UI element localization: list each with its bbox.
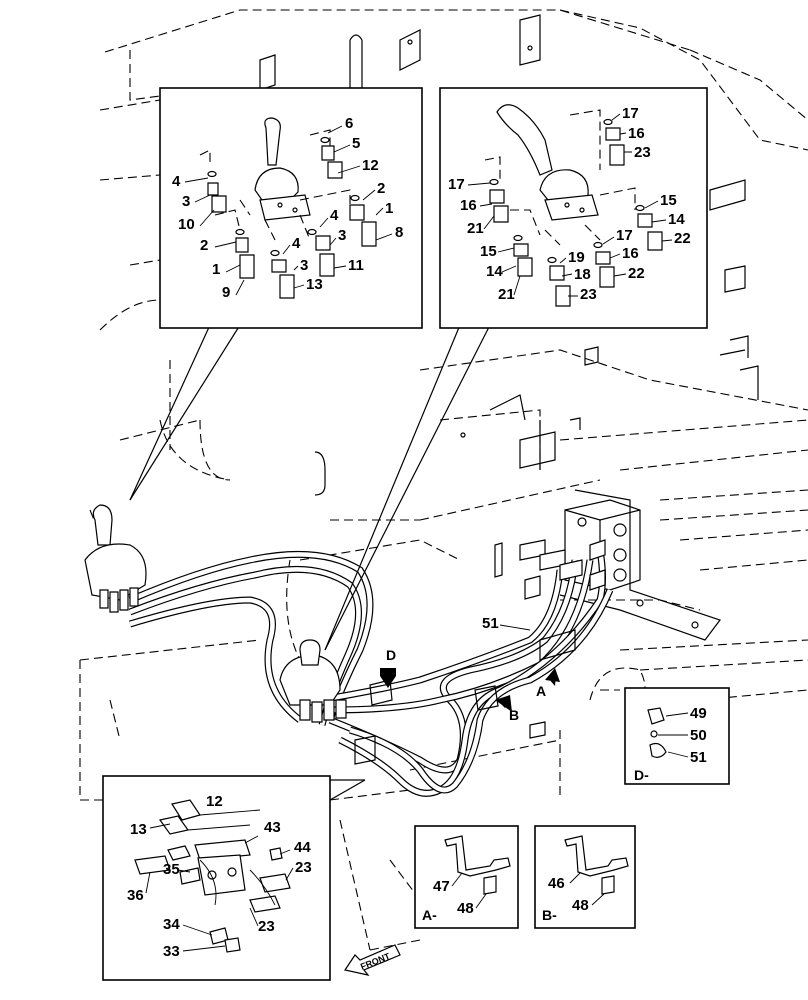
ur-label-21a: 21 — [467, 220, 484, 237]
detail-leaders — [129, 324, 491, 801]
ur-label-22a: 22 — [674, 230, 691, 247]
view-b-box: 46 48 B- — [534, 825, 636, 929]
ur-label-15a: 15 — [660, 192, 677, 209]
main-label-b: B — [509, 707, 519, 723]
ur-label-18: 18 — [574, 266, 591, 283]
valve-fittings — [519, 539, 606, 591]
detail-box-upper-left: 6 5 12 4 2 3 1 10 4 3 8 2 4 3 11 1 9 13 — [159, 87, 423, 329]
view-a-caption: A- — [422, 907, 437, 923]
ur-label-16b: 16 — [460, 197, 477, 214]
ur-label-15b: 15 — [480, 243, 497, 260]
main-label-a: A — [536, 683, 546, 699]
ul-label-13: 13 — [306, 276, 323, 293]
frame-brackets — [259, 14, 759, 739]
center-joystick — [279, 639, 347, 723]
ll-label-12: 12 — [206, 793, 223, 810]
ul-label-3b: 3 — [338, 227, 346, 244]
view-arrows: D B A 51 — [380, 615, 560, 723]
ur-label-19: 19 — [568, 249, 585, 266]
ul-label-9: 9 — [222, 284, 230, 301]
ur-label-17a: 17 — [622, 105, 639, 122]
view-d-label-49: 49 — [690, 705, 707, 722]
main-label-51: 51 — [482, 615, 499, 632]
ul-label-3a: 3 — [182, 193, 190, 210]
ul-label-4c: 4 — [292, 235, 301, 252]
ur-label-23a: 23 — [634, 144, 651, 161]
ul-label-8: 8 — [395, 224, 403, 241]
view-a-label-48: 48 — [457, 900, 474, 917]
ul-label-2b: 2 — [200, 237, 208, 254]
machine-frame-outline — [79, 9, 808, 951]
ll-label-43: 43 — [264, 819, 281, 836]
ur-label-16c: 16 — [622, 245, 639, 262]
arrow-d-icon — [380, 668, 396, 688]
ll-label-35: 35 — [163, 861, 180, 878]
view-a-box: 47 48 A- — [414, 825, 519, 929]
view-d-caption: D- — [634, 767, 649, 783]
main-label-d: D — [386, 647, 396, 663]
ur-label-23b: 23 — [580, 286, 597, 303]
ul-label-10: 10 — [178, 216, 195, 233]
ll-label-34: 34 — [163, 916, 180, 933]
view-d-label-50: 50 — [690, 727, 707, 744]
detail-box-lower-left: 12 13 43 44 35 23 36 34 23 33 — [102, 775, 331, 981]
ul-label-3c: 3 — [300, 257, 308, 274]
ul-label-4b: 4 — [330, 207, 339, 224]
ul-label-2a: 2 — [377, 180, 385, 197]
ur-label-21b: 21 — [498, 286, 515, 303]
ur-label-16a: 16 — [628, 125, 645, 142]
view-d-label-51: 51 — [690, 749, 707, 766]
arrow-b-icon — [495, 695, 512, 712]
ll-label-13: 13 — [130, 821, 147, 838]
ll-label-23b: 23 — [258, 918, 275, 935]
ul-label-4a: 4 — [172, 173, 181, 190]
ur-label-17b: 17 — [448, 176, 465, 193]
ul-label-1b: 1 — [212, 261, 220, 278]
ur-label-14a: 14 — [668, 211, 685, 228]
ul-label-1a: 1 — [385, 200, 393, 217]
ul-label-6: 6 — [345, 115, 353, 132]
view-b-caption: B- — [542, 907, 557, 923]
left-joystick — [84, 504, 147, 613]
ll-label-36: 36 — [127, 887, 144, 904]
view-b-label-48: 48 — [572, 897, 589, 914]
ur-label-14b: 14 — [486, 263, 503, 280]
view-b-label-46: 46 — [548, 875, 565, 892]
ul-label-11: 11 — [348, 257, 364, 274]
ll-label-44: 44 — [294, 839, 311, 856]
hose-clamps — [354, 629, 576, 765]
ul-label-5: 5 — [352, 135, 360, 152]
ur-label-22b: 22 — [628, 265, 645, 282]
pilot-hoses — [128, 549, 614, 797]
valve-block-assembly — [559, 489, 721, 641]
view-d-box: 49 50 51 D- — [624, 687, 730, 785]
view-a-label-47: 47 — [433, 878, 450, 895]
arrow-a-icon — [545, 668, 560, 686]
ur-label-17c: 17 — [616, 227, 633, 244]
ul-label-12: 12 — [362, 157, 379, 174]
ll-label-23a: 23 — [295, 859, 312, 876]
detail-box-upper-right: 17 16 23 17 16 15 14 21 22 15 17 19 16 1… — [439, 87, 708, 329]
ll-label-33: 33 — [163, 943, 180, 960]
